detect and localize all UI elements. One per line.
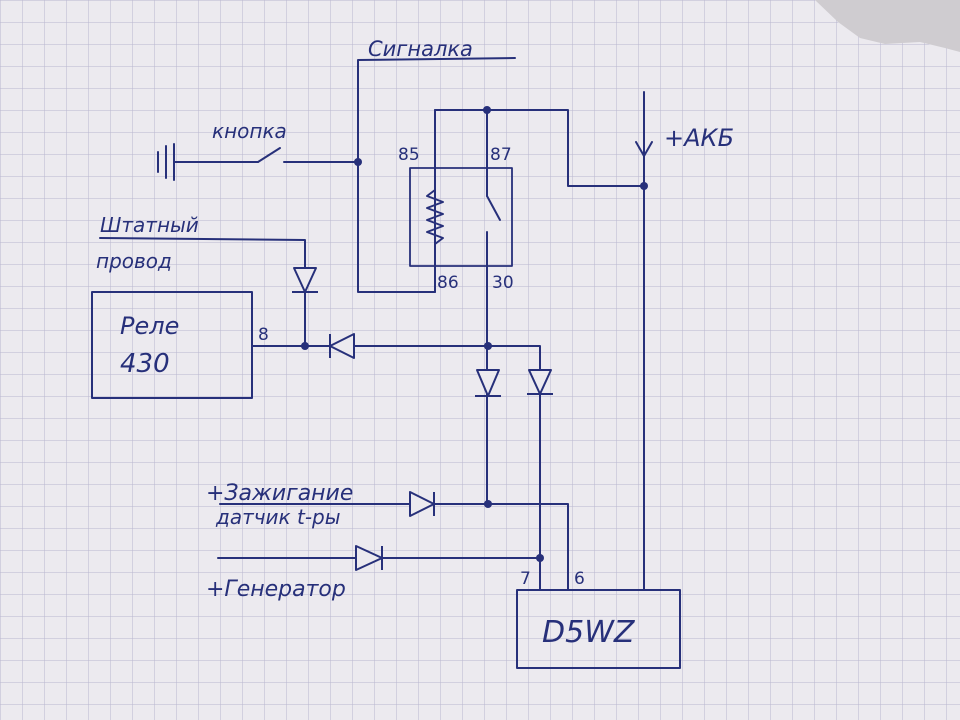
wire-signalka	[357, 57, 516, 163]
label-akb: +АКБ	[664, 124, 734, 152]
wire-shtatny	[99, 237, 306, 347]
wire-to-pin6	[487, 503, 569, 591]
junction-dot	[484, 500, 492, 508]
button-switch	[257, 147, 281, 163]
junction-dot	[536, 554, 544, 562]
label-generator: +Генератор	[206, 577, 346, 602]
diode-left-vertical	[475, 369, 501, 397]
diode-generator	[355, 545, 383, 571]
junction-dot	[483, 106, 491, 114]
label-zazhiganie: +Зажигание	[206, 481, 353, 506]
label-shtatny: Штатный	[100, 213, 199, 237]
pin-7: 7	[520, 569, 531, 589]
diode-zazhiganie	[409, 491, 435, 517]
pin-87: 87	[490, 145, 512, 165]
relay-frame	[409, 167, 513, 267]
label-datchik: датчик t-ры	[215, 505, 341, 529]
relay430-box	[91, 291, 253, 399]
d5wz-label: D5WZ	[542, 615, 636, 650]
relay430-title: Реле	[120, 312, 179, 340]
diode-shtatny	[292, 267, 318, 293]
d5wz-box	[516, 589, 681, 669]
junction-dot	[301, 342, 309, 350]
relay-coil	[426, 189, 444, 245]
relay-contact	[486, 195, 501, 221]
akb-arrow	[635, 141, 653, 157]
wire-button-to-junction	[283, 161, 436, 293]
pin-85: 85	[398, 145, 420, 165]
wire-top-bus	[434, 109, 645, 187]
pin-30: 30	[492, 273, 514, 293]
diode-pin8	[329, 333, 355, 359]
relay430-number: 430	[120, 349, 170, 379]
pin-6: 6	[574, 569, 585, 589]
label-signalka: Сигналка	[368, 37, 473, 61]
diode-right-vertical	[527, 369, 553, 395]
junction-dot	[354, 158, 362, 166]
junction-dot	[484, 342, 492, 350]
label-provod: провод	[96, 249, 172, 273]
pin-8: 8	[258, 325, 269, 345]
label-knopka: кнопка	[212, 119, 287, 143]
pin-86: 86	[437, 273, 459, 293]
junction-dot	[640, 182, 648, 190]
wire-diode-bus	[351, 345, 541, 561]
